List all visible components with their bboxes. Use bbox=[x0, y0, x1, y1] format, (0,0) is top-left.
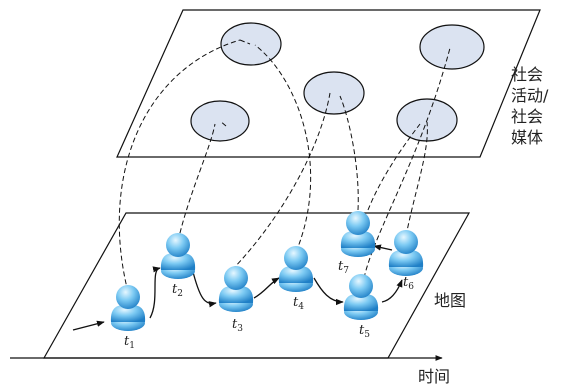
arrow-t3-t4 bbox=[253, 277, 280, 299]
social-layer-label-4: 媒体 bbox=[511, 128, 543, 147]
link-ellipse bbox=[219, 120, 227, 127]
time-label-t4: t4 bbox=[293, 295, 304, 312]
link-t5-b bbox=[363, 47, 451, 279]
link-t3 bbox=[231, 92, 331, 271]
social-layer-label-2: 活动/ bbox=[511, 86, 549, 105]
link-t4 bbox=[254, 44, 312, 253]
time-label-t1: t1 bbox=[124, 334, 135, 351]
link-t7 bbox=[367, 123, 421, 211]
arrow-t6-t7 bbox=[373, 244, 393, 251]
map-layer-label: 地图 bbox=[434, 291, 466, 310]
link-t5-a bbox=[339, 95, 359, 211]
time-label-t5: t5 bbox=[359, 323, 370, 340]
time-label-t3: t3 bbox=[232, 317, 243, 334]
arrow-start bbox=[72, 320, 105, 331]
event-ellipse-4 bbox=[190, 100, 250, 142]
arrow-t4-t5 bbox=[313, 277, 344, 306]
link-t1 bbox=[118, 39, 241, 293]
arrow-t5-t6 bbox=[381, 279, 403, 303]
link-t2 bbox=[177, 123, 216, 242]
arrow-t1-t2 bbox=[149, 266, 161, 319]
social-layer-label-1: 社会 bbox=[511, 65, 543, 84]
event-ellipse-3 bbox=[303, 71, 365, 115]
social-layer-label-3: 社会 bbox=[511, 107, 543, 126]
link-t6 bbox=[405, 121, 428, 237]
time-label-t7: t7 bbox=[338, 259, 349, 276]
time-axis-label: 时间 bbox=[418, 367, 450, 386]
dashed-links bbox=[118, 39, 451, 293]
arrow-t2-t3 bbox=[191, 267, 217, 308]
event-ellipse-1 bbox=[220, 22, 282, 66]
event-ellipse-2 bbox=[419, 24, 485, 70]
time-label-t2: t2 bbox=[172, 282, 183, 299]
trajectory bbox=[72, 244, 403, 331]
time-label-t6: t6 bbox=[403, 275, 414, 292]
